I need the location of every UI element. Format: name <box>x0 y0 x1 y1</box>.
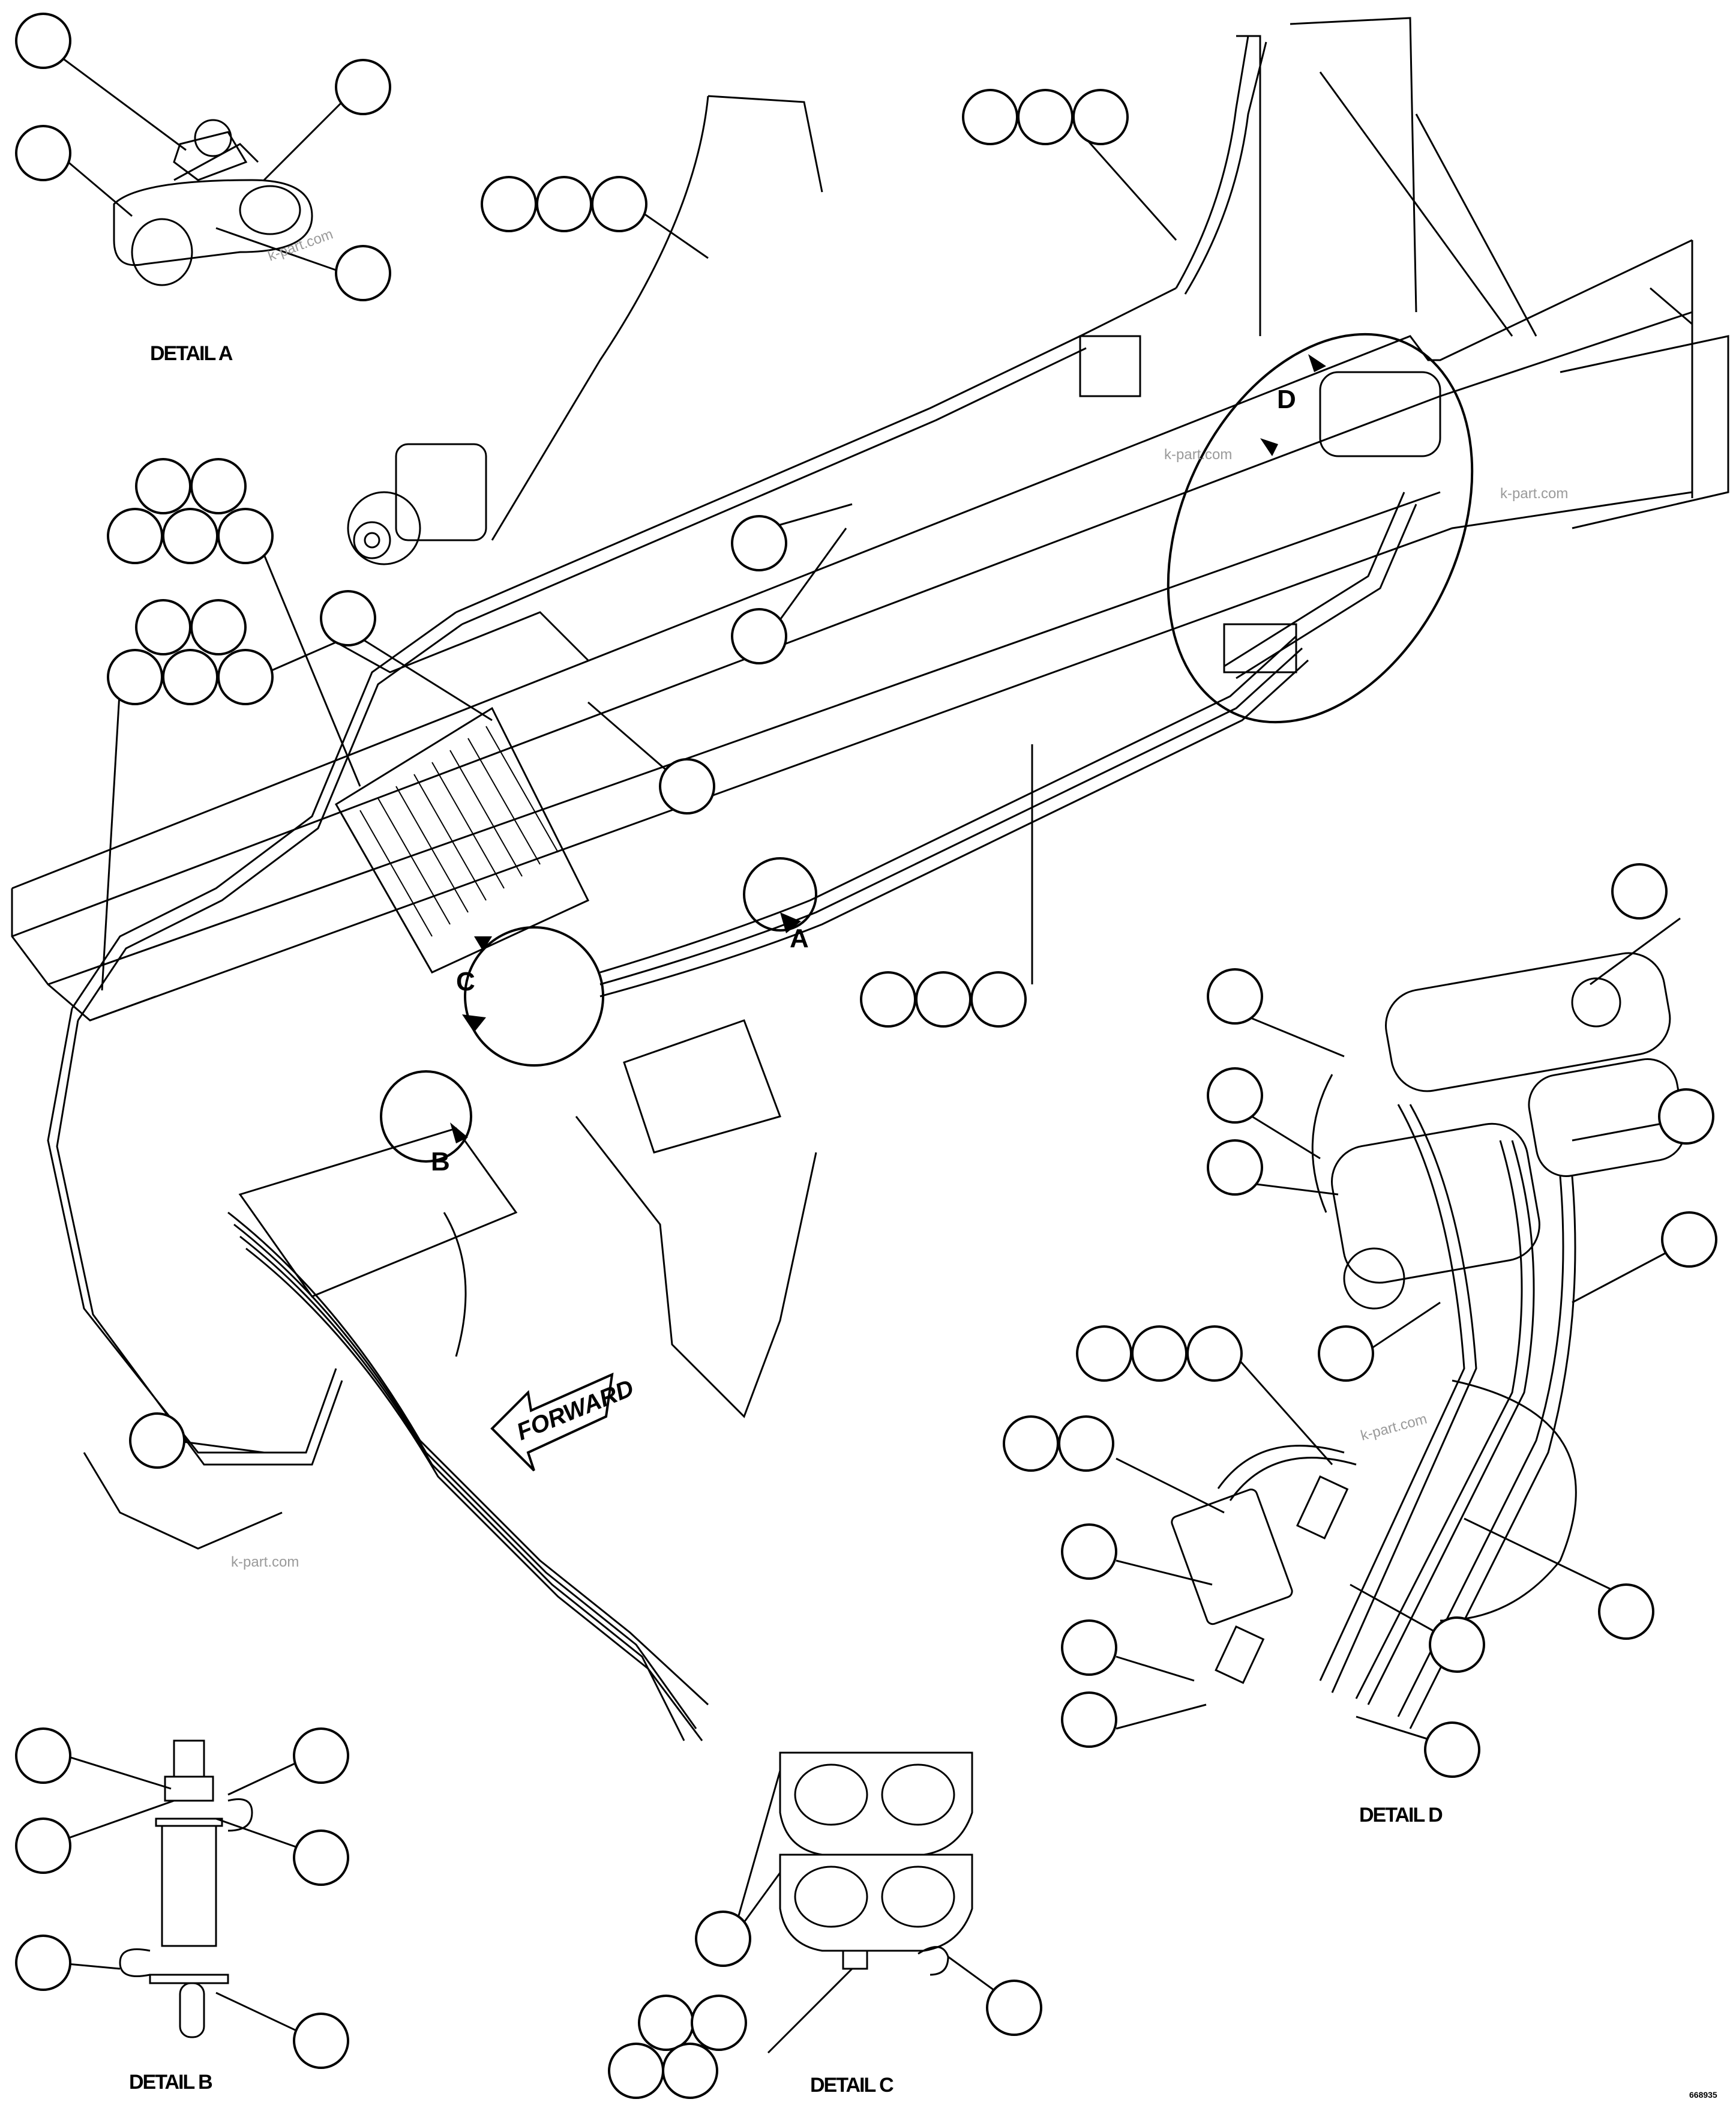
callout-bubble <box>1424 1721 1480 1778</box>
view-arrows <box>450 354 1326 1143</box>
watermark: k-part.com <box>1164 447 1232 463</box>
view-callouts <box>380 333 1474 1163</box>
callout-bubble <box>162 508 218 564</box>
detail-a-drawing <box>113 119 313 286</box>
callout-bubble <box>1611 863 1668 920</box>
callout-bubble <box>691 1995 747 2051</box>
callout-bubble <box>135 599 191 655</box>
callout-bubble <box>591 176 647 232</box>
callout-bubble <box>1003 1415 1059 1472</box>
callout-bubble <box>293 2013 349 2069</box>
view-circle-a <box>743 857 817 932</box>
callout-bubble <box>335 245 391 301</box>
watermark: k-part.com <box>1359 1411 1429 1444</box>
view-letter-c: C <box>456 967 475 996</box>
callout-bubble <box>986 1980 1042 2036</box>
callout-bubble <box>1661 1211 1717 1268</box>
callout-bubble <box>15 125 71 181</box>
detail-d-label: DETAIL D <box>1359 1804 1443 1826</box>
callout-bubble <box>1598 1583 1654 1640</box>
callout-bubble <box>1072 89 1129 145</box>
figure-number: 668935 <box>1689 2090 1717 2100</box>
callout-bubble <box>1429 1616 1485 1673</box>
view-letter-b: B <box>431 1147 450 1176</box>
callout-bubble <box>129 1412 185 1469</box>
callout-bubble <box>135 458 191 514</box>
detail-d-drawing <box>1171 952 1686 1729</box>
callout-bubble <box>1017 89 1074 145</box>
callout-bubble <box>970 971 1027 1028</box>
callout-bubble <box>107 649 163 705</box>
callout-bubble <box>481 176 537 232</box>
callout-bubble <box>107 508 163 564</box>
callout-bubble <box>217 508 274 564</box>
callout-bubble <box>293 1829 349 1886</box>
radiator-grille <box>359 726 559 937</box>
wiring-harness <box>47 35 1417 1741</box>
detail-c-label: DETAIL C <box>810 2074 894 2097</box>
view-circle-b <box>380 1070 472 1163</box>
callout-bubble <box>15 1727 71 1784</box>
detail-a-label: DETAIL A <box>150 342 233 365</box>
forward-arrow: FORWARD <box>490 1372 637 1472</box>
detail-c-drawing <box>779 1751 973 1976</box>
callout-bubble <box>638 1995 694 2051</box>
callout-bubble <box>608 2043 664 2099</box>
callout-bubble <box>1061 1619 1117 1676</box>
callout-bubbles <box>15 13 1717 2099</box>
callout-bubble <box>1207 1067 1263 1124</box>
view-ellipse-d <box>1167 333 1474 724</box>
starter-assembly <box>1079 335 1441 673</box>
callout-bubble <box>915 971 972 1028</box>
callout-bubble <box>1058 1415 1114 1472</box>
callout-bubble <box>662 2043 718 2099</box>
callout-bubble <box>1061 1691 1117 1748</box>
watermark: k-part.com <box>1500 486 1568 502</box>
callout-bubble <box>1658 1088 1714 1145</box>
callout-bubble <box>1076 1325 1132 1382</box>
callout-bubble <box>659 758 715 815</box>
callout-bubble <box>320 590 376 646</box>
callout-bubble <box>15 1935 71 1991</box>
callout-bubble <box>293 1727 349 1784</box>
callout-bubble <box>15 1817 71 1874</box>
callout-bubble <box>962 89 1018 145</box>
watermark: k-part.com <box>266 226 335 264</box>
callout-bubble <box>536 176 592 232</box>
callout-bubble <box>190 458 247 514</box>
detail-b-label: DETAIL B <box>129 2071 212 2094</box>
watermark: k-part.com <box>231 1554 299 1570</box>
callout-bubble <box>162 649 218 705</box>
machine-frame <box>11 17 1729 1298</box>
view-letter-d: D <box>1277 385 1296 414</box>
view-circle-c <box>464 926 604 1067</box>
callout-bubble <box>731 515 787 571</box>
alternator <box>347 443 487 565</box>
callout-bubble <box>335 59 391 115</box>
detail-b-drawing <box>119 1739 253 2038</box>
callout-bubble <box>731 608 787 664</box>
callout-bubble <box>190 599 247 655</box>
callout-bubble <box>1186 1325 1243 1382</box>
callout-bubble <box>1131 1325 1188 1382</box>
callout-bubble <box>695 1911 751 1967</box>
callout-bubble <box>1318 1325 1374 1382</box>
view-letter-a: A <box>790 924 809 953</box>
callout-bubble <box>1207 968 1263 1025</box>
callout-bubble <box>1061 1523 1117 1580</box>
callout-bubble <box>1207 1139 1263 1196</box>
callout-bubble <box>15 13 71 69</box>
callout-bubble <box>217 649 274 705</box>
callout-bubble <box>860 971 916 1028</box>
